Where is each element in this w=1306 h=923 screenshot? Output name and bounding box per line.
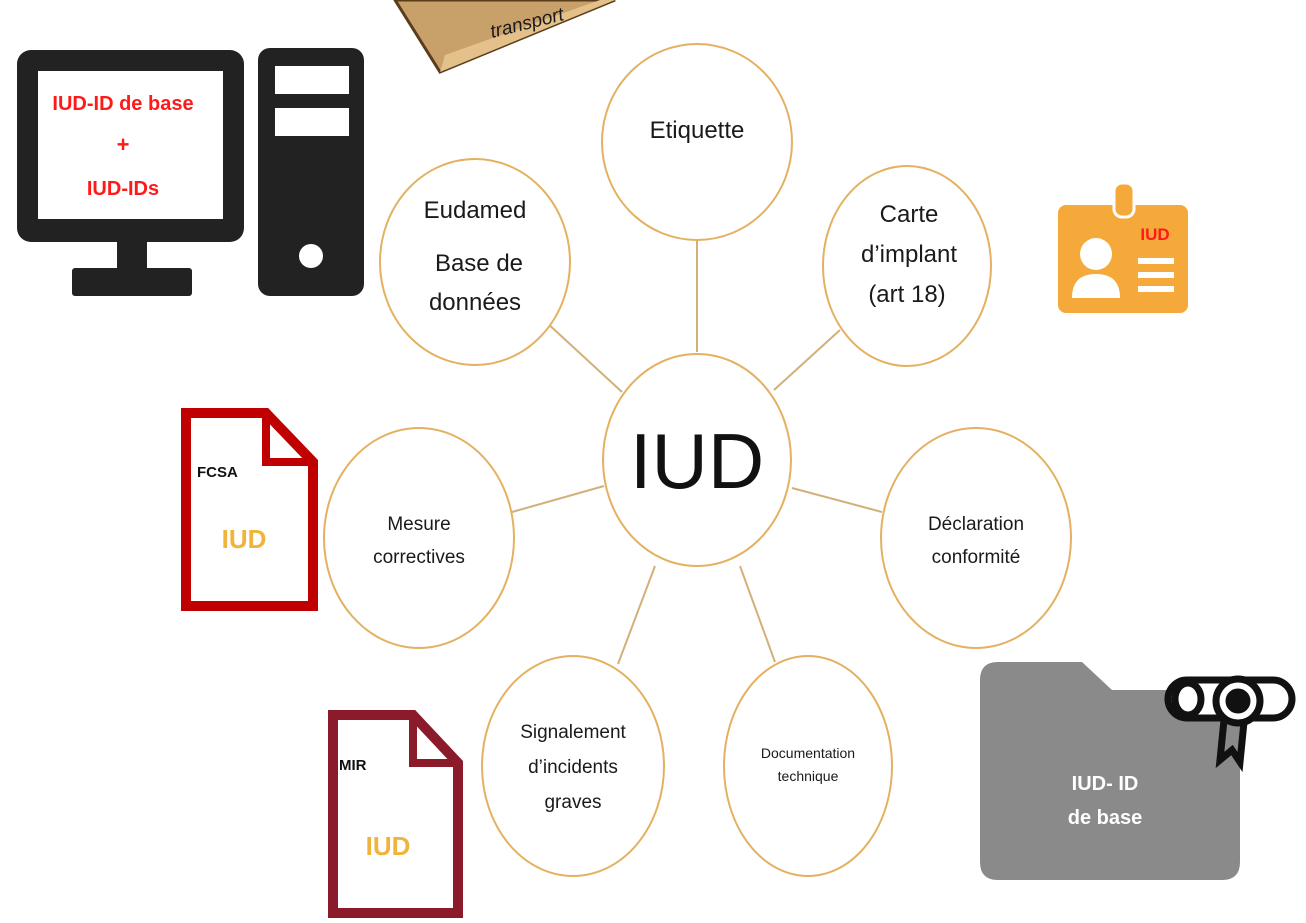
node-etiquette [601, 43, 793, 241]
signalement-label-2: d’incidents [528, 757, 618, 778]
node-center [602, 353, 792, 567]
badge-label: IUD [1140, 225, 1169, 244]
connector-eudamed [545, 321, 623, 393]
node-mesure [323, 427, 515, 649]
center-label: IUD [630, 417, 764, 505]
mesure-label-2: correctives [373, 547, 465, 568]
connector-documentation [739, 565, 776, 663]
node-documentation [723, 655, 893, 877]
signalement-label-1: Signalement [520, 722, 626, 743]
fcsa-document-icon: FCSA IUD [181, 408, 318, 611]
connector-mesure [511, 485, 605, 513]
connectors [511, 240, 883, 665]
mir-document-icon: MIR IUD [328, 710, 463, 918]
etiquette-label: Etiquette [650, 117, 745, 144]
node-eudamed [379, 158, 571, 366]
fcsa-iud-label: IUD [222, 524, 267, 554]
node-circles [323, 43, 1072, 877]
monitor-screen [38, 71, 223, 219]
connector-signalement [617, 565, 656, 665]
carte-label-2: d’implant [861, 241, 957, 268]
signalement-label-3: graves [544, 792, 601, 813]
avatar [1080, 238, 1112, 270]
connector-declaration [791, 487, 883, 513]
eudamed-label-3: données [429, 289, 521, 316]
mir-title: MIR [339, 757, 367, 774]
documentation-label-1: Documentation [761, 745, 855, 761]
node-signalement [481, 655, 665, 877]
fcsa-title: FCSA [197, 464, 238, 481]
eudamed-label-2: Base de [435, 250, 523, 277]
eudamed-label-1: Eudamed [424, 197, 527, 224]
id-badge-icon: IUD [1058, 181, 1188, 313]
node-carte [822, 165, 992, 367]
documentation-label-2: technique [778, 768, 839, 784]
connector-carte [773, 329, 841, 391]
box-illustration: transport [393, 0, 616, 74]
mesure-label-1: Mesure [387, 514, 450, 535]
certificate-icon [1164, 675, 1296, 773]
node-declaration [880, 427, 1072, 649]
screen-line-2: + [117, 132, 130, 157]
screen-line-1: IUD-ID de base [52, 93, 193, 115]
declaration-label-1: Déclaration [928, 514, 1024, 535]
computer-icon: IUD-ID de base + IUD-IDs [17, 48, 364, 296]
screen-line-3: IUD-IDs [87, 178, 159, 200]
mir-iud-label: IUD [366, 831, 411, 861]
folder-line-1: IUD- ID [1072, 773, 1139, 795]
declaration-label-2: conformité [932, 547, 1021, 568]
carte-label-3: (art 18) [868, 281, 945, 308]
folder-line-2: de base [1068, 807, 1142, 829]
carte-label-1: Carte [880, 201, 939, 228]
